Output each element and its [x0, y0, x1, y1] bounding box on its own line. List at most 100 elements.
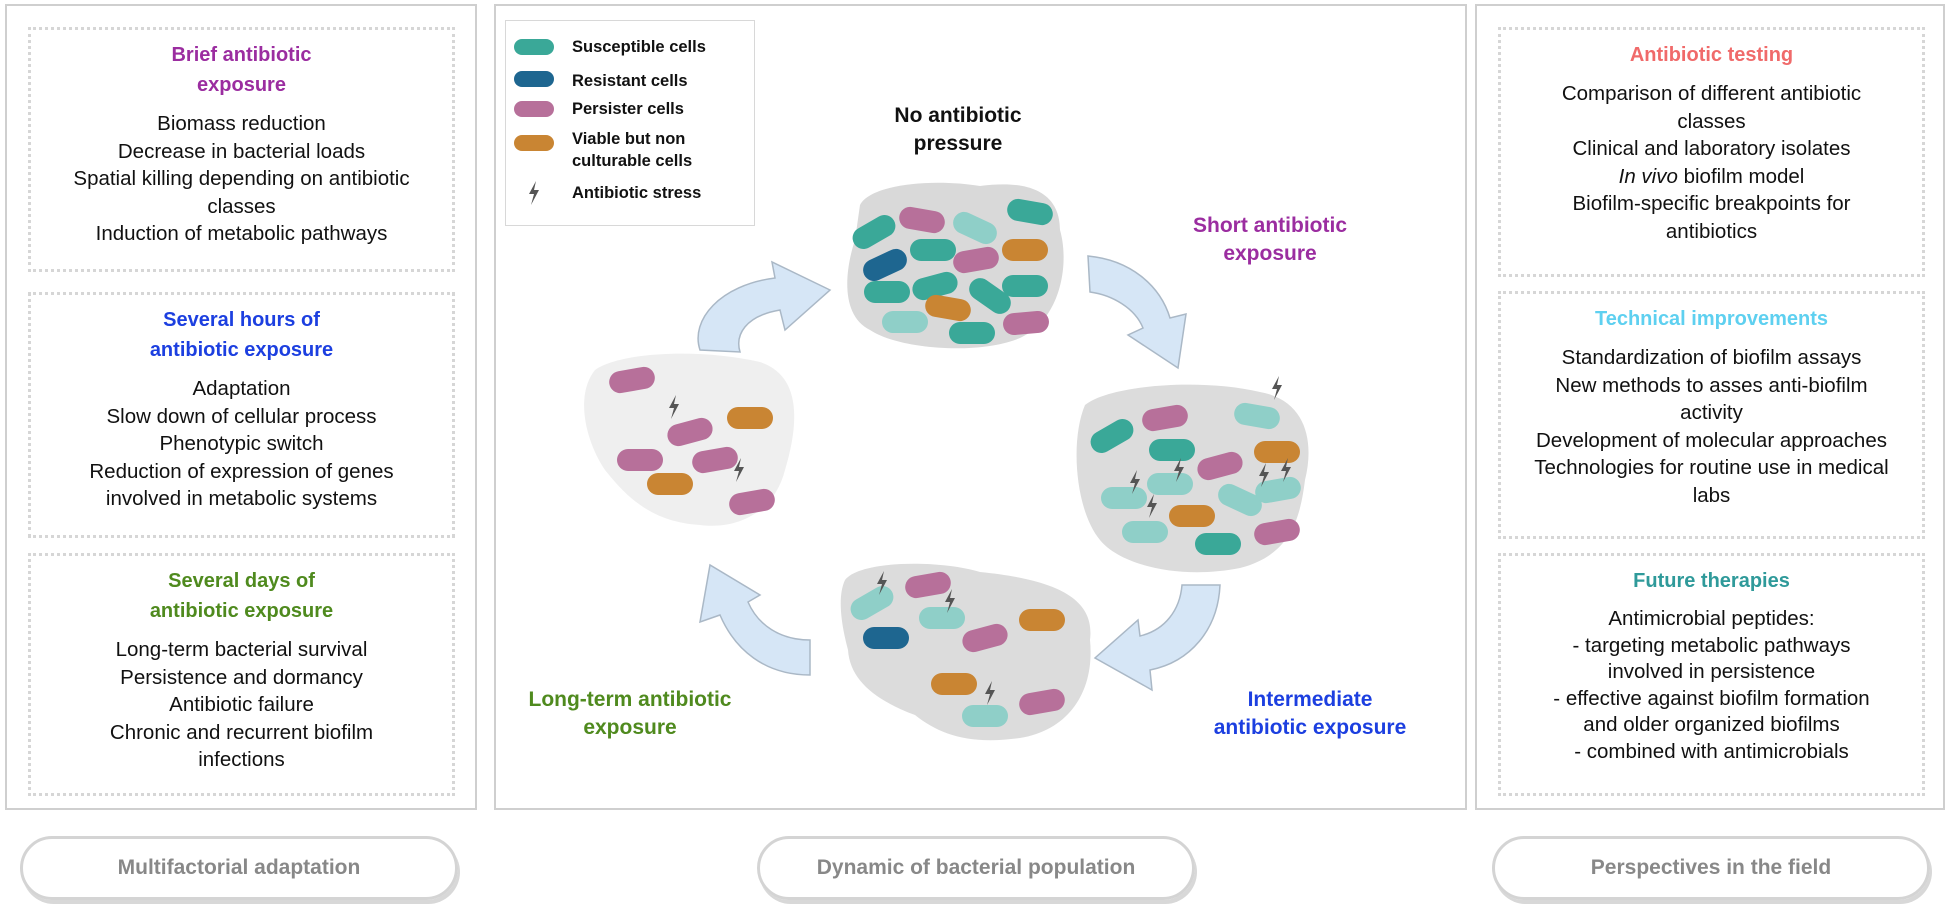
- persister-cell: [1019, 688, 1065, 716]
- future-therapies-heading: Future therapies: [1633, 570, 1790, 592]
- stressed-susceptible-cell: [1101, 487, 1147, 509]
- multifactorial-adaptation-label: Multifactorial adaptation: [20, 836, 458, 900]
- stage-line: Intermediate: [1247, 688, 1373, 711]
- legend-label: Persister cells: [572, 100, 684, 118]
- several-days-heading: Several days of antibiotic exposure: [31, 566, 452, 626]
- persister-cell: [609, 366, 655, 394]
- text-line: Chronic and recurrent biofilm: [109, 720, 374, 744]
- legend-label: Viable but non: [572, 130, 686, 148]
- text-line: infections: [198, 748, 285, 771]
- susceptible-cell: [1007, 198, 1053, 226]
- text-line: activity: [1680, 401, 1743, 424]
- stressed-susceptible-cell: [850, 586, 894, 620]
- persister-cell: [953, 246, 999, 274]
- text-line: Clinical and laboratory isolates: [1572, 137, 1851, 160]
- text-line: Reduction of expression of genes: [89, 459, 394, 483]
- cell-legend: Susceptible cells Resistant cells Persis…: [505, 20, 755, 226]
- lightning-icon: [945, 589, 955, 613]
- future-therapies-text: Antimicrobial peptides: - targeting meta…: [1501, 606, 1922, 765]
- text-line: classes: [1677, 109, 1746, 133]
- text-line: - effective against biofilm formation: [1553, 686, 1870, 710]
- vbnc-cell: [727, 407, 773, 429]
- lightning-icon: [669, 395, 679, 419]
- vbnc-cell: [1169, 505, 1215, 527]
- susceptible-cell: [1090, 419, 1134, 453]
- text-line: Persistence and dormancy: [120, 665, 363, 689]
- technical-improvements-box: Technical improvements Standardization o…: [1498, 291, 1925, 539]
- resistant-cell: [863, 627, 909, 649]
- cycle-arrows: [697, 255, 1221, 692]
- persister-cell: [667, 417, 713, 447]
- text-line: Biofilm-specific breakpoints for: [1572, 192, 1851, 215]
- stage-line: exposure: [1223, 242, 1317, 265]
- lightning-icon: [734, 458, 744, 482]
- text-line: involved in persistence: [1607, 660, 1816, 683]
- text-line: Biomass reduction: [157, 112, 326, 135]
- text-line: Phenotypic switch: [159, 432, 324, 455]
- stressed-susceptible-cell: [962, 705, 1008, 727]
- several-hours-text: Adaptation Slow down of cellular process…: [31, 375, 452, 513]
- lightning-icon: [1281, 458, 1291, 482]
- lightning-icon: [877, 571, 887, 595]
- antibiotic-testing-heading: Antibiotic testing: [1629, 44, 1794, 66]
- italic-term: In vivo: [1618, 164, 1678, 188]
- right-panel: [1475, 4, 1945, 810]
- stage-line: antibiotic exposure: [1213, 716, 1407, 739]
- text-line: Standardization of biofilm assays: [1561, 346, 1862, 369]
- vbnc-cell-icon: [514, 135, 554, 151]
- text-line: - combined with antimicrobials: [1574, 739, 1849, 763]
- persister-cell: [1254, 518, 1300, 546]
- vbnc-cell: [931, 673, 977, 695]
- persister-cell: [1003, 310, 1049, 336]
- left-panel: [5, 4, 477, 810]
- several-days-text: Long-term bacterial survival Persistence…: [31, 636, 452, 774]
- arrow-bottom-left: [699, 563, 811, 676]
- arrow-top-right: [1087, 255, 1187, 370]
- dynamic-bacterial-population-label: Dynamic of bacterial population: [757, 836, 1195, 900]
- several-days-box: Several days of antibiotic exposure Long…: [28, 553, 455, 796]
- stressed-susceptible-cell: [953, 211, 997, 245]
- arrow-top-left: [697, 260, 832, 353]
- vbnc-cell: [1002, 239, 1048, 261]
- text-line: Slow down of cellular process: [106, 404, 377, 428]
- stage-intermediate-exposure: Intermediate antibiotic exposure: [1195, 686, 1425, 742]
- persister-cell: [692, 446, 738, 474]
- text-line: antibiotics: [1665, 219, 1758, 243]
- stage-line: pressure: [913, 132, 1003, 155]
- text-line: Development of molecular approaches: [1536, 428, 1887, 452]
- text-line: - targeting metabolic pathways: [1572, 633, 1851, 657]
- heading-line: Several hours of: [163, 309, 320, 331]
- text-line: In vivo biofilm model: [1618, 164, 1805, 188]
- susceptible-cell: [1195, 533, 1241, 555]
- heading-line: antibiotic exposure: [149, 600, 334, 622]
- susceptible-cell: [852, 215, 896, 250]
- persister-cell: [899, 206, 945, 234]
- lightning-icon: [1130, 470, 1140, 494]
- susceptible-cell-icon: [514, 39, 554, 55]
- legend-label: culturable cells: [572, 152, 693, 170]
- text-line: involved in metabolic systems: [105, 487, 378, 510]
- stage-line: Short antibiotic: [1193, 214, 1347, 237]
- stressed-susceptible-cell: [1234, 402, 1280, 430]
- lightning-icon: [1147, 494, 1157, 518]
- stage-line: exposure: [583, 716, 677, 739]
- lightning-icon: [985, 681, 995, 705]
- stage-line: No antibiotic: [894, 104, 1022, 127]
- susceptible-cell: [949, 322, 995, 344]
- vbnc-cell: [1254, 441, 1300, 463]
- lightning-icon: [1259, 463, 1269, 487]
- text-line: Long-term bacterial survival: [115, 638, 368, 661]
- heading-line: Several days of: [168, 570, 315, 592]
- resistant-cell-icon: [514, 71, 554, 87]
- brief-exposure-text: Biomass reduction Decrease in bacterial …: [31, 110, 452, 248]
- persister-cell: [729, 488, 775, 516]
- arrow-bottom-right: [1093, 584, 1221, 692]
- vbnc-cell: [647, 473, 693, 495]
- text-line: Spatial killing depending on antibiotic: [73, 167, 410, 190]
- persister-cell: [905, 571, 951, 599]
- stage-short-exposure: Short antibiotic exposure: [1160, 212, 1380, 268]
- stressed-susceptible-cell: [1147, 473, 1193, 495]
- text-line: Adaptation: [192, 377, 291, 400]
- stressed-susceptible-cell: [1218, 483, 1262, 517]
